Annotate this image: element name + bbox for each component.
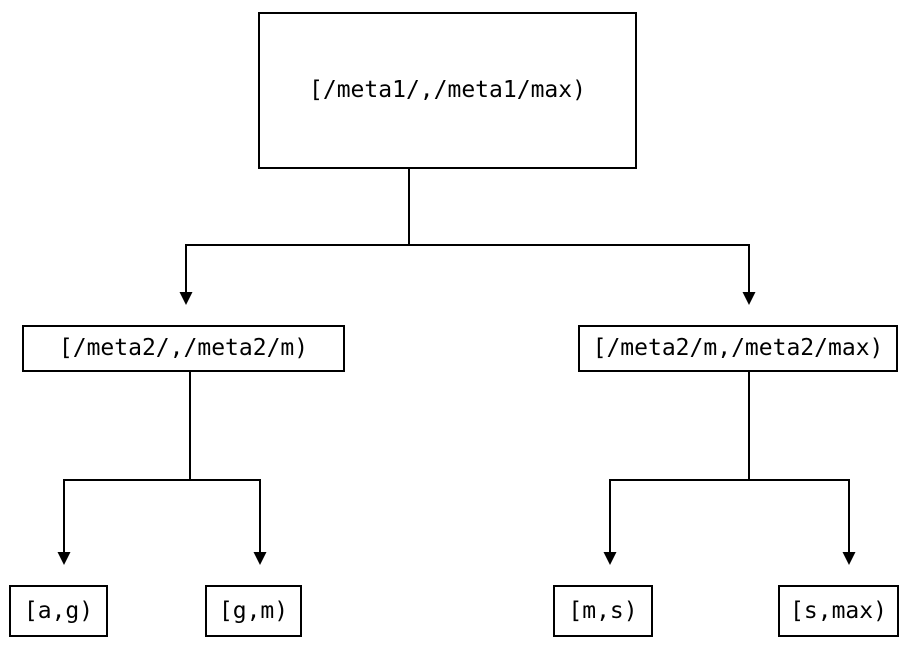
tree-node-leaf-s-max[interactable]: [s,max) [778, 585, 899, 637]
arrowhead-midright-to-leaf-ms [603, 552, 617, 565]
tree-node-leaf-s-max-label: [s,max) [790, 597, 887, 624]
tree-node-root[interactable]: [/meta1/,/meta1/max) [258, 12, 637, 169]
edge-midright-to-leaves-group [603, 372, 856, 565]
arrowhead-midright-to-leaf-smax [842, 552, 856, 565]
tree-node-leaf-g-m-label: [g,m) [218, 597, 289, 624]
tree-node-leaf-g-m[interactable]: [g,m) [205, 585, 302, 637]
arrowhead-root-to-mid-right [742, 292, 756, 305]
tree-node-leaf-m-s[interactable]: [m,s) [553, 585, 653, 637]
tree-node-leaf-a-g-label: [a,g) [23, 597, 94, 624]
edge-root-to-mid-group [179, 169, 756, 305]
tree-node-mid-right[interactable]: [/meta2/m,/meta2/max) [578, 325, 898, 372]
tree-node-mid-left[interactable]: [/meta2/,/meta2/m) [22, 325, 345, 372]
tree-node-root-label: [/meta1/,/meta1/max) [309, 77, 586, 103]
arrowhead-midleft-to-leaf-ag [57, 552, 71, 565]
tree-node-mid-right-label: [/meta2/m,/meta2/max) [592, 335, 884, 361]
tree-node-mid-left-label: [/meta2/,/meta2/m) [58, 335, 309, 361]
arrowhead-root-to-mid-left [179, 292, 193, 305]
tree-node-leaf-a-g[interactable]: [a,g) [9, 585, 108, 637]
tree-node-leaf-m-s-label: [m,s) [568, 597, 638, 624]
arrowhead-midleft-to-leaf-gm [253, 552, 267, 565]
edge-midleft-to-leaves-group [57, 372, 267, 565]
